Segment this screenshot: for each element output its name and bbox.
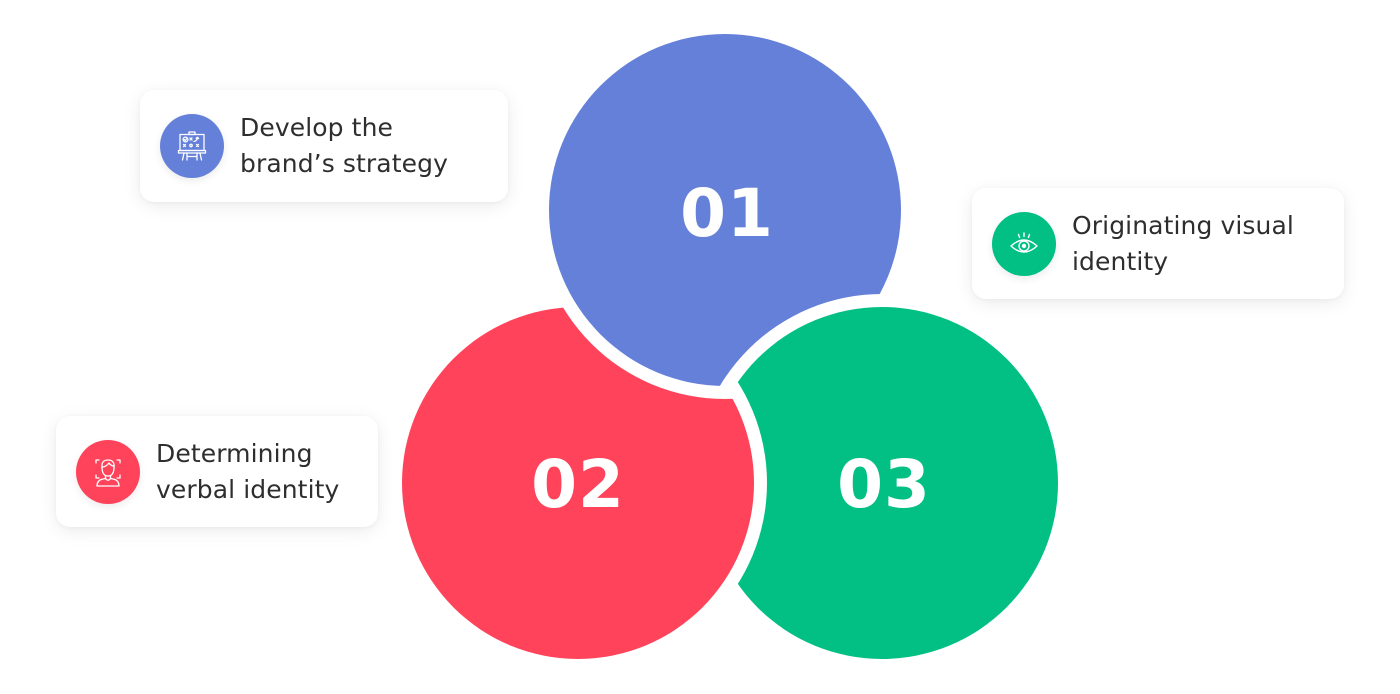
card-visual-identity-line1: Originating visual bbox=[1072, 210, 1294, 240]
circle-03-number: 03 bbox=[837, 446, 931, 523]
card-visual-identity: Originating visual identity bbox=[972, 188, 1344, 299]
face-recognition-icon bbox=[76, 439, 140, 504]
circle-01-number: 01 bbox=[680, 175, 774, 252]
circle-02 bbox=[402, 307, 754, 659]
card-visual-identity-line2: identity bbox=[1072, 246, 1169, 276]
strategy-board-icon bbox=[160, 114, 224, 178]
eye-icon bbox=[992, 211, 1056, 276]
card-verbal-identity-label: Determining verbal identity bbox=[156, 436, 339, 508]
card-develop-strategy-line1: Develop the bbox=[240, 113, 393, 142]
card-develop-strategy-label: Develop the brand’s strategy bbox=[240, 110, 448, 182]
card-verbal-identity-line1: Determining bbox=[156, 438, 313, 468]
card-visual-identity-label: Originating visual identity bbox=[1072, 208, 1294, 280]
circle-02-number: 02 bbox=[531, 446, 625, 523]
card-verbal-identity: Determining verbal identity bbox=[56, 416, 378, 527]
circle-03 bbox=[706, 307, 1058, 659]
card-develop-strategy-line2: brand’s strategy bbox=[240, 149, 448, 178]
circle-01 bbox=[549, 34, 901, 386]
card-develop-strategy: Develop the brand’s strategy bbox=[140, 90, 508, 202]
card-verbal-identity-line2: verbal identity bbox=[156, 474, 340, 504]
